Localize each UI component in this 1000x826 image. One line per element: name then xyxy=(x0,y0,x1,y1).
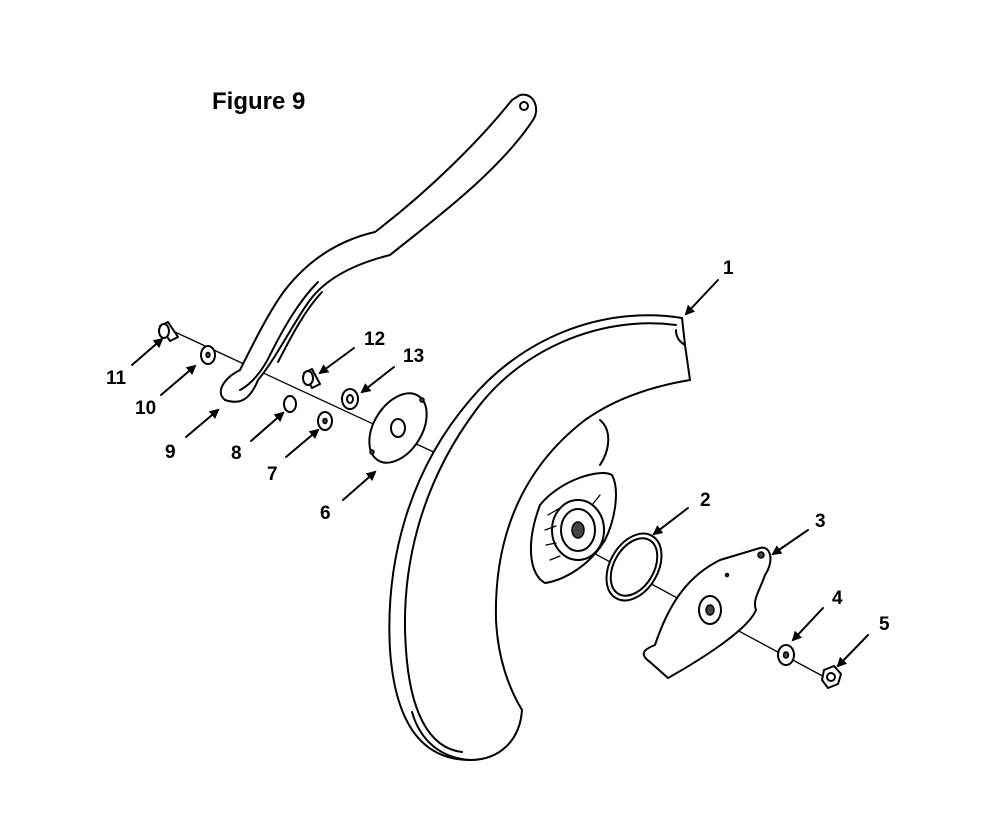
callout-10: 10 xyxy=(135,398,156,419)
callout-6: 6 xyxy=(320,503,331,524)
guard-plate xyxy=(642,546,772,679)
leader-9 xyxy=(185,408,220,438)
figure-title: Figure 9 xyxy=(212,88,306,115)
retaining-ring-inner xyxy=(609,537,659,597)
link-arm xyxy=(219,93,538,403)
callout-labels: 1 2 3 4 5 6 7 8 9 10 11 12 13 xyxy=(106,258,890,635)
callout-11: 11 xyxy=(106,368,127,389)
guard-hub xyxy=(529,472,617,584)
leader-8 xyxy=(250,411,285,442)
callout-2: 2 xyxy=(700,490,711,511)
callout-12: 12 xyxy=(364,329,385,350)
leader-13 xyxy=(360,366,395,394)
leader-1 xyxy=(684,279,719,316)
spacer xyxy=(283,395,297,413)
callout-7: 7 xyxy=(267,464,278,485)
leader-10 xyxy=(160,364,197,396)
leader-5 xyxy=(836,634,869,668)
leader-2 xyxy=(652,507,689,536)
callout-1: 1 xyxy=(723,258,734,279)
leader-4 xyxy=(791,607,824,642)
flange xyxy=(368,392,428,464)
leader-3 xyxy=(771,529,809,556)
leader-arrows xyxy=(131,279,869,668)
callout-4: 4 xyxy=(832,588,843,609)
lower-blade-guard xyxy=(388,314,691,761)
hex-nut xyxy=(821,665,842,689)
leader-7 xyxy=(285,428,320,458)
callout-13: 13 xyxy=(403,346,424,367)
callout-9: 9 xyxy=(165,442,176,463)
leader-12 xyxy=(318,347,355,375)
callout-5: 5 xyxy=(879,614,890,635)
bushing xyxy=(341,388,359,410)
leader-6 xyxy=(342,470,377,501)
callout-3: 3 xyxy=(815,511,826,532)
callout-8: 8 xyxy=(231,443,242,464)
screw-11 xyxy=(158,321,179,342)
screw-12 xyxy=(302,368,321,389)
leader-11 xyxy=(131,337,164,366)
